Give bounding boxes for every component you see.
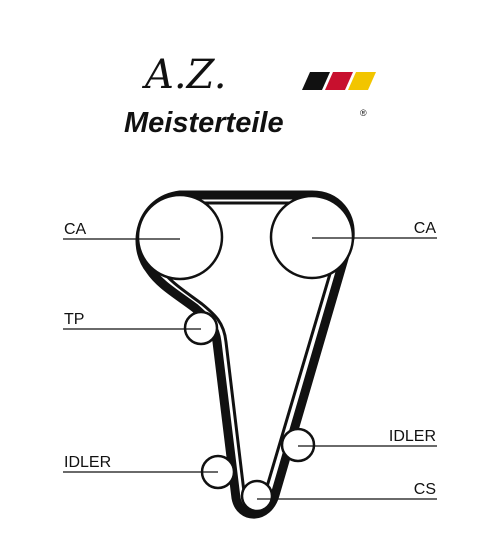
cam-pulley-right [269,194,355,280]
brand-initials: A.Z. [141,52,226,98]
flag-stripe-red [325,72,353,90]
brand-logo: A.Z. Meisterteile ® [124,52,376,139]
cam-pulley-left [136,193,224,281]
label-tensioner: TP [64,311,84,328]
tensioner-pulley [183,310,219,346]
flag-stripes [302,72,376,90]
crankshaft-pulley [240,479,274,513]
brand-name: Meisterteile [124,107,284,139]
flag-stripe-gold [348,72,376,90]
label-idler-left: IDLER [64,454,111,471]
label-cam-right: CA [414,220,437,237]
label-idler-right: IDLER [389,428,436,445]
component-labels: CA CA TP IDLER IDLER CS [64,220,436,498]
pulleys [136,193,355,513]
leader-lines [63,237,437,500]
registered-mark: ® [360,108,367,118]
idler-pulley-right [280,427,316,463]
label-crankshaft: CS [414,481,436,498]
flag-stripe-black [302,72,330,90]
label-cam-left: CA [64,221,87,238]
